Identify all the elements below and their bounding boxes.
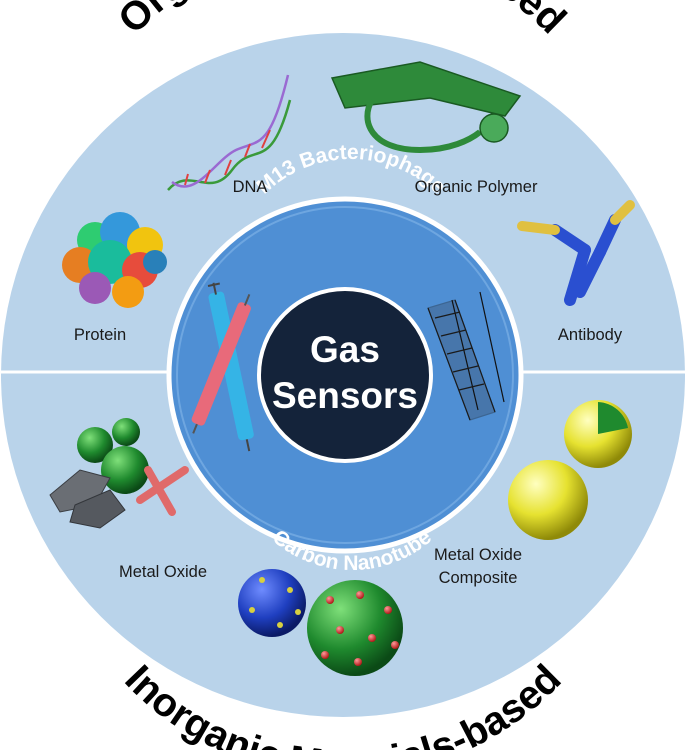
- protein-illustration: [62, 212, 167, 308]
- center-title-line2: Sensors: [272, 375, 418, 416]
- inner-ring-edge: [176, 206, 514, 544]
- organic-polymer-label: Organic Polymer: [415, 178, 538, 196]
- nanoparticle-spheres: [238, 569, 403, 676]
- dna-illustration: [167, 74, 292, 191]
- dna-label: DNA: [233, 178, 268, 196]
- metal-oxide-label: Metal Oxide: [119, 563, 207, 581]
- antibody-illustration: [517, 200, 635, 306]
- organic-polymer-illustration: [330, 61, 522, 154]
- composite-label-line1: Metal Oxide: [434, 546, 522, 564]
- antibody-label: Antibody: [558, 326, 623, 344]
- carbon-nanotube-illustration: [427, 291, 505, 421]
- center-disk: [257, 287, 433, 463]
- center-title-line1: Gas: [310, 329, 380, 370]
- metal-oxide-composite-illustration: [508, 400, 632, 540]
- metal-oxide-illustration: [49, 418, 189, 529]
- m13-phage-illustration: [191, 282, 254, 452]
- composite-label-line2: Composite: [439, 569, 518, 587]
- protein-label: Protein: [74, 326, 126, 344]
